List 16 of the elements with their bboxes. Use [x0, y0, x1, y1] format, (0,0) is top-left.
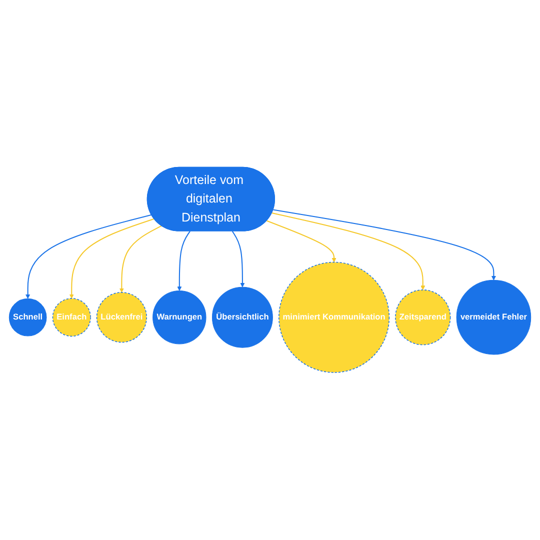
node-circle: Warnungen — [152, 290, 206, 344]
arrow — [272, 212, 426, 290]
arrow — [26, 214, 152, 300]
arrow — [69, 218, 154, 299]
arrow — [232, 231, 245, 288]
arrow — [177, 231, 190, 292]
node-circle: Zeitsparend — [395, 290, 451, 346]
node-circle: Einfach — [52, 298, 91, 337]
node-circle: Übersichtlich — [212, 287, 273, 348]
arrow — [119, 226, 162, 293]
node-circle: Schnell — [8, 298, 47, 336]
arrow — [266, 220, 336, 263]
node-circle: vermeidet Fehler — [456, 280, 532, 355]
node-circle: minimiert Kommunikation — [278, 262, 390, 374]
arrow — [273, 209, 496, 281]
node-circle: Lückenfrei — [96, 292, 147, 343]
